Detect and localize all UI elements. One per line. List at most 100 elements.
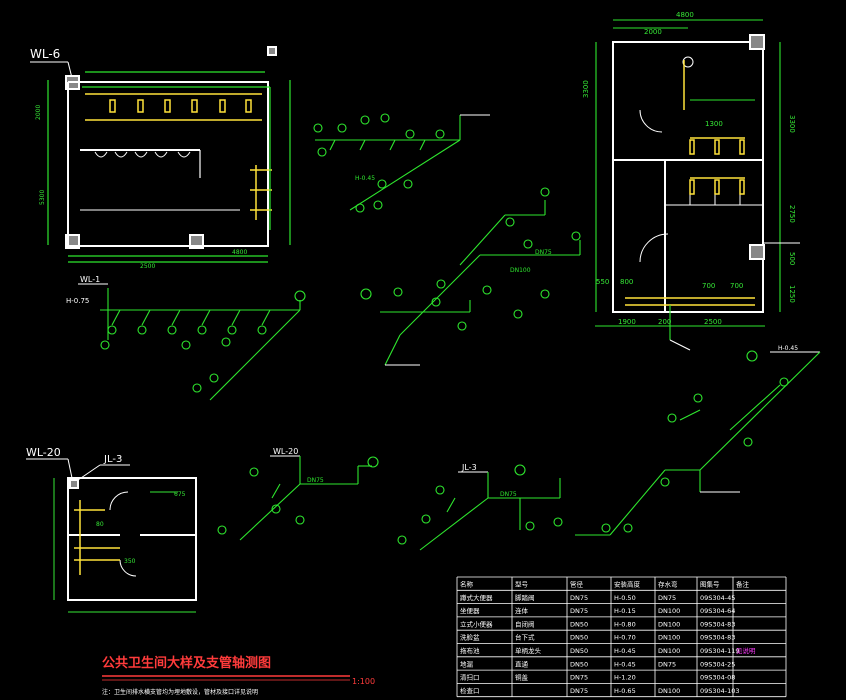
table-cell: 09S304-25 — [700, 660, 735, 668]
iso-jl3: JL-3 DN75 — [397, 463, 633, 551]
dim-wl6-4800: 4800 — [232, 249, 247, 256]
label-jl3-plan: JL-3 — [103, 454, 122, 465]
plan-wl6: WL-6 — [30, 46, 277, 249]
plan-wl20-fixtures — [74, 500, 120, 575]
table-cell: 09S304-83 — [700, 634, 735, 642]
dim-wl6-2500: 2500 — [140, 263, 155, 270]
table-cell: DN50 — [570, 620, 588, 628]
label-top-h045: H-0.45 — [355, 175, 375, 182]
table-header-cell: 型号 — [515, 580, 529, 589]
table-cell: 09S304-08 — [700, 674, 735, 682]
table-header-cell: 名称 — [460, 580, 474, 589]
iso-network-top: H-0.45 — [313, 113, 490, 213]
table-cell: DN75 — [658, 660, 676, 668]
label-center-dn75: DN75 — [535, 249, 552, 256]
table-cell: 09S304-64 — [700, 607, 735, 615]
plan-right-fixtures — [625, 60, 755, 306]
dim-wl6-5300: 5300 — [39, 190, 46, 205]
table-cell: DN100 — [658, 607, 680, 615]
dim-1300: 1300 — [705, 120, 723, 128]
table-cell: H-0.15 — [614, 607, 636, 615]
label-wl20-iso: WL-20 — [273, 447, 298, 456]
plan-wl6-pipes — [47, 71, 291, 263]
dim-700-a: 700 — [702, 282, 715, 290]
iso-network-center: DN75 DN100 — [360, 187, 581, 366]
table-header-cell: 安装高度 — [614, 580, 641, 589]
plan-wl6-fixtures — [85, 93, 272, 220]
dim-2750: 2750 — [788, 205, 796, 223]
title-block: 公共卫生间大样及支管轴测图 1:100 注：卫生间排水横支管均为埋地敷设，管材及… — [102, 655, 375, 696]
table-cell: 09S304-103 — [700, 687, 740, 695]
table-cell: 坐便器 — [460, 606, 480, 615]
table-cell: 09S304-45 — [700, 594, 735, 602]
plan-right-dims: 4800 2000 1900 200 2500 1300 550 800 700… — [582, 11, 796, 326]
table-cell: 单柄龙头 — [515, 646, 542, 655]
table-cell: 铜盖 — [515, 673, 529, 682]
table-cell: DN100 — [658, 647, 680, 655]
plan-wl20-dims: 675 350 80 — [53, 478, 196, 613]
dim-200: 200 — [658, 318, 671, 326]
table-cell: DN75 — [570, 674, 588, 682]
dim-2500: 2500 — [704, 318, 722, 326]
table-cell: H-0.45 — [614, 647, 636, 655]
plan-right-pipes — [595, 19, 800, 351]
table-cell: 直通 — [515, 659, 529, 668]
table-header-cell: 备注 — [736, 580, 750, 589]
dim-3300: 3300 — [788, 115, 796, 133]
dim-800: 800 — [620, 278, 633, 286]
iso-wl1: WL-1 H-0.75 — [66, 275, 306, 401]
plan-wl20: WL-20 JL-3 — [26, 446, 197, 601]
table-cell: 洗脸盆 — [460, 633, 480, 642]
plan-right — [612, 34, 765, 313]
label-wl1: WL-1 — [80, 275, 100, 284]
table-cell: 台下式 — [515, 633, 535, 642]
table-cell: 09S304-83 — [700, 620, 735, 628]
table-cell: 检查口 — [460, 686, 480, 695]
table-cell: 立式小便器 — [460, 619, 493, 628]
iso-right-middle: H-0.45 — [575, 345, 821, 536]
dim-4800: 4800 — [676, 11, 694, 19]
dim-675: 675 — [174, 491, 186, 498]
label-wl20-plan: WL-20 — [26, 446, 61, 459]
table-cell: DN75 — [570, 687, 588, 695]
table-cell: DN100 — [658, 634, 680, 642]
table-cell: DN75 — [570, 607, 588, 615]
table-cell: DN50 — [570, 660, 588, 668]
table-cell: 蹲式大便器 — [460, 593, 493, 602]
dim-2000: 2000 — [644, 28, 662, 36]
table-cell: DN50 — [570, 634, 588, 642]
dim-80: 80 — [96, 521, 104, 528]
table-cell: H-0.50 — [614, 594, 636, 602]
dim-700-b: 700 — [730, 282, 743, 290]
table-cell: DN50 — [570, 647, 588, 655]
table-header-cell: 管径 — [570, 580, 584, 589]
plan-wl6-dims: 2000 5300 4800 2500 — [35, 105, 247, 270]
table-cell: DN75 — [658, 594, 676, 602]
table-cell: H-0.80 — [614, 620, 636, 628]
label-wl20-dn75: DN75 — [307, 477, 324, 484]
table-cell: 清扫口 — [460, 673, 480, 682]
table-cell: 自闭阀 — [515, 619, 535, 628]
table-cell: H-0.70 — [614, 634, 636, 642]
dim-550: 550 — [596, 278, 609, 286]
table-cell: H-0.65 — [614, 687, 636, 695]
label-h075: H-0.75 — [66, 297, 89, 305]
table-cell: DN100 — [658, 687, 680, 695]
label-center-dn100: DN100 — [510, 267, 531, 274]
drawing-scale: 1:100 — [352, 677, 375, 686]
table-header-cell: 存水弯 — [658, 580, 678, 589]
dim-500: 500 — [788, 252, 796, 265]
dim-1250: 1250 — [788, 285, 796, 303]
table-cell: 拖布池 — [460, 646, 480, 655]
iso-wl20: WL-20 DN75 — [217, 447, 379, 541]
label-jl3-iso: JL-3 — [461, 463, 477, 472]
dim-3300-left: 3300 — [582, 80, 590, 98]
label-wl6: WL-6 — [30, 47, 60, 61]
table-cell: H-1.20 — [614, 674, 636, 682]
drawing-note: 注：卫生间排水横支管均为埋地敷设，管材及接口详见说明 — [102, 688, 258, 696]
label-jl3-dn75: DN75 — [500, 491, 517, 498]
table-cell: 连体 — [515, 606, 529, 615]
table-cell: DN75 — [570, 594, 588, 602]
dim-1900: 1900 — [618, 318, 636, 326]
